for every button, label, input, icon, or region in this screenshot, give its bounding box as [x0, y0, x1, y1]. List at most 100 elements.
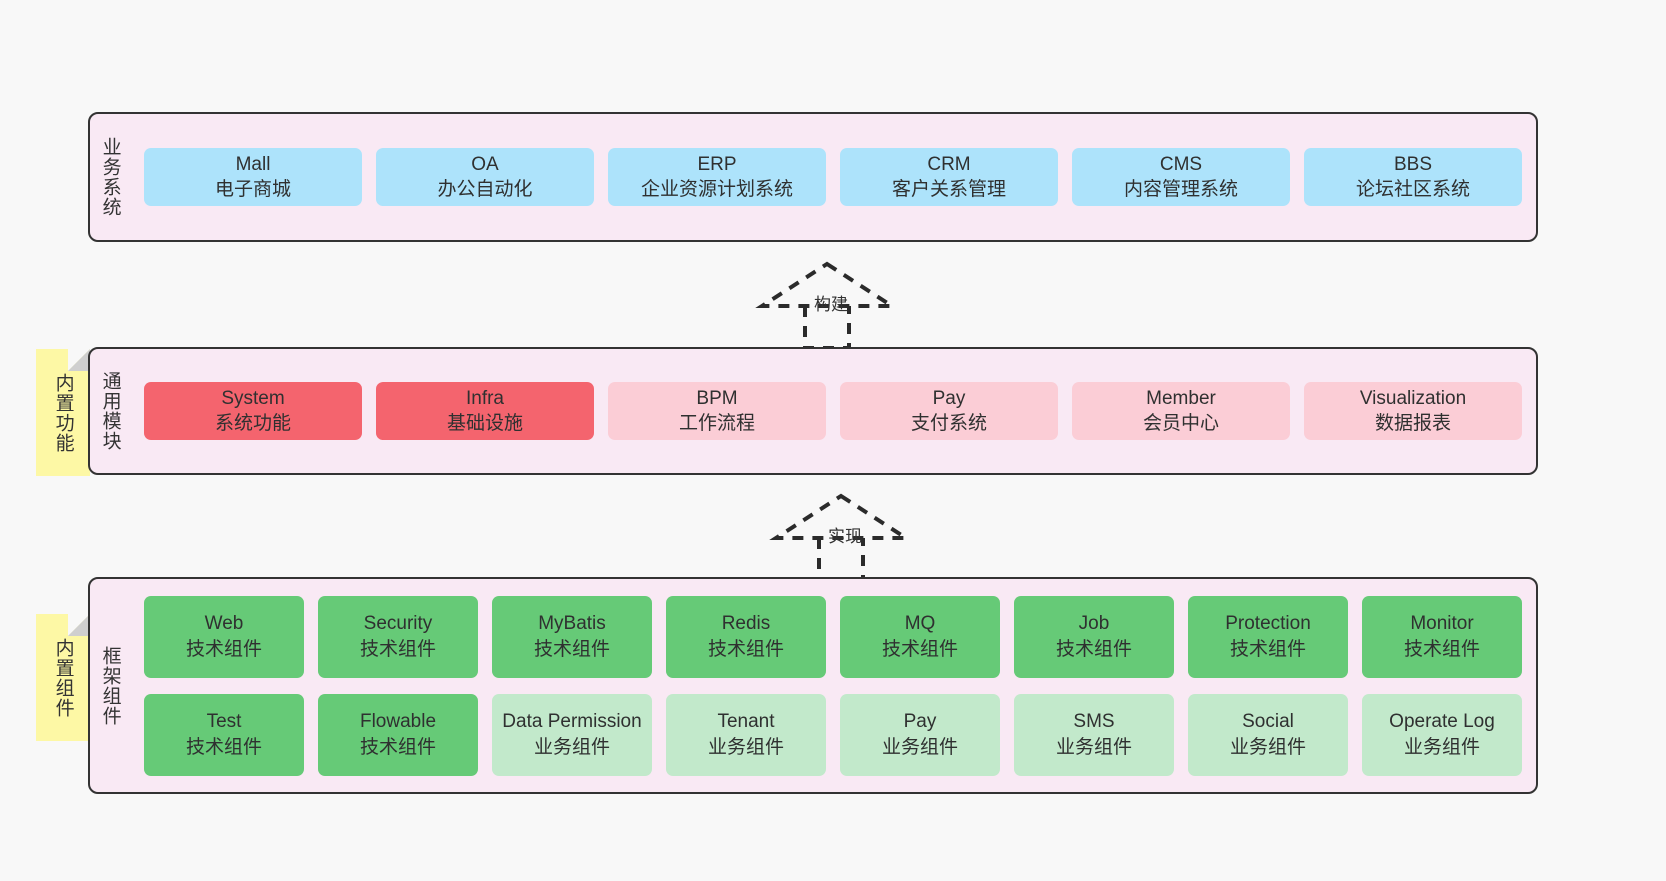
card-subtitle: 内容管理系统: [1123, 179, 1238, 200]
card-security[interactable]: Security 技术组件: [318, 595, 478, 678]
card-web[interactable]: Web 技术组件: [144, 595, 304, 678]
card-subtitle: 技术组件: [185, 638, 262, 660]
card-title: Infra: [465, 387, 505, 409]
card-title: Data Permission: [502, 711, 642, 733]
connector-implement-label: 实现: [828, 527, 862, 546]
card-subtitle: 系统功能: [214, 413, 291, 434]
card-subtitle: 电子商城: [214, 179, 291, 200]
card-title: ERP: [697, 153, 737, 175]
card-subtitle: 工作流程: [678, 413, 755, 434]
card-test[interactable]: Test 技术组件: [144, 693, 304, 776]
card-sms[interactable]: SMS 业务组件: [1014, 693, 1174, 776]
card-erp[interactable]: ERP 企业资源计划系统: [608, 147, 826, 207]
card-visualization[interactable]: Visualization 数据报表: [1304, 381, 1522, 441]
card-title: Visualization: [1359, 387, 1467, 409]
card-job[interactable]: Job 技术组件: [1014, 595, 1174, 678]
card-infra[interactable]: Infra 基础设施: [376, 381, 594, 441]
card-row: Test 技术组件 Flowable 技术组件 Data Permission …: [144, 693, 1522, 776]
card-mq[interactable]: MQ 技术组件: [840, 595, 1000, 678]
card-title: Social: [1242, 711, 1294, 733]
card-title: Test: [206, 711, 242, 733]
card-title: OA: [471, 153, 499, 175]
card-crm[interactable]: CRM 客户关系管理: [840, 147, 1058, 207]
card-title: Protection: [1225, 613, 1311, 635]
card-subtitle: 业务组件: [707, 736, 784, 758]
card-subtitle: 技术组件: [1055, 638, 1132, 660]
card-title: BBS: [1393, 153, 1433, 175]
card-title: Mall: [235, 153, 271, 175]
card-row: System 系统功能 Infra 基础设施 BPM 工作流程 Pay 支付系统…: [144, 381, 1522, 441]
card-title: Pay: [932, 387, 966, 409]
card-subtitle: 技术组件: [359, 736, 436, 758]
card-data-permission[interactable]: Data Permission 业务组件: [492, 693, 652, 776]
card-subtitle: 支付系统: [910, 413, 987, 434]
card-row: Web 技术组件 Security 技术组件 MyBatis 技术组件 Redi…: [144, 595, 1522, 678]
card-flowable[interactable]: Flowable 技术组件: [318, 693, 478, 776]
card-operate-log[interactable]: Operate Log 业务组件: [1362, 693, 1522, 776]
card-subtitle: 业务组件: [1403, 736, 1480, 758]
card-social[interactable]: Social 业务组件: [1188, 693, 1348, 776]
card-title: Tenant: [717, 711, 775, 733]
card-title: MQ: [904, 613, 936, 635]
card-system[interactable]: System 系统功能: [144, 381, 362, 441]
note-builtin-functions: 内置功能: [36, 349, 90, 476]
card-title: Pay: [903, 711, 937, 733]
card-protection[interactable]: Protection 技术组件: [1188, 595, 1348, 678]
card-subtitle: 技术组件: [881, 638, 958, 660]
card-subtitle: 业务组件: [533, 736, 610, 758]
card-subtitle: 业务组件: [881, 736, 958, 758]
card-title: Flowable: [359, 711, 437, 733]
card-subtitle: 业务组件: [1229, 736, 1306, 758]
layer-title-framework-components: 框架组件: [99, 645, 121, 726]
layer-body-framework-components: Web 技术组件 Security 技术组件 MyBatis 技术组件 Redi…: [130, 579, 1536, 792]
connector-implement: 实现: [766, 490, 916, 582]
card-member[interactable]: Member 会员中心: [1072, 381, 1290, 441]
card-cms[interactable]: CMS 内容管理系统: [1072, 147, 1290, 207]
layer-common-modules: 通用模块 System 系统功能 Infra 基础设施 BPM 工作流程 Pay…: [88, 347, 1538, 475]
layer-business-systems: 业务系统 Mall 电子商城 OA 办公自动化 ERP 企业资源计划系统 CRM…: [88, 112, 1538, 242]
card-subtitle: 会员中心: [1142, 413, 1219, 434]
layer-framework-components: 框架组件 Web 技术组件 Security 技术组件 MyBatis 技术组件…: [88, 577, 1538, 794]
connector-build-label: 构建: [814, 295, 848, 314]
card-title: Operate Log: [1389, 711, 1495, 733]
note-fold-icon: [68, 614, 90, 636]
card-title: Web: [204, 613, 244, 635]
card-title: System: [221, 387, 285, 409]
layer-title-business-systems: 业务系统: [99, 137, 121, 217]
card-oa[interactable]: OA 办公自动化: [376, 147, 594, 207]
card-title: Job: [1078, 613, 1110, 635]
card-subtitle: 技术组件: [533, 638, 610, 660]
card-bpm[interactable]: BPM 工作流程: [608, 381, 826, 441]
note-label: 内置组件: [52, 637, 74, 718]
layer-body-business-systems: Mall 电子商城 OA 办公自动化 ERP 企业资源计划系统 CRM 客户关系…: [130, 114, 1536, 240]
card-bbs[interactable]: BBS 论坛社区系统: [1304, 147, 1522, 207]
card-title: Monitor: [1410, 613, 1474, 635]
card-subtitle: 技术组件: [707, 638, 784, 660]
layer-title-common-modules: 通用模块: [99, 371, 121, 451]
card-title: CMS: [1159, 153, 1203, 175]
card-pay[interactable]: Pay 支付系统: [840, 381, 1058, 441]
card-subtitle: 办公自动化: [437, 179, 533, 200]
card-subtitle: 技术组件: [1403, 638, 1480, 660]
card-subtitle: 基础设施: [446, 413, 523, 434]
card-title: CRM: [927, 153, 971, 175]
card-monitor[interactable]: Monitor 技术组件: [1362, 595, 1522, 678]
card-redis[interactable]: Redis 技术组件: [666, 595, 826, 678]
card-subtitle: 技术组件: [1229, 638, 1306, 660]
card-title: Redis: [721, 613, 771, 635]
layer-body-common-modules: System 系统功能 Infra 基础设施 BPM 工作流程 Pay 支付系统…: [130, 349, 1536, 473]
note-label: 内置功能: [52, 372, 74, 453]
card-subtitle: 客户关系管理: [891, 179, 1006, 200]
note-fold-icon: [68, 349, 90, 371]
card-subtitle: 论坛社区系统: [1355, 179, 1470, 200]
card-tenant[interactable]: Tenant 业务组件: [666, 693, 826, 776]
card-title: Security: [363, 613, 433, 635]
card-mall[interactable]: Mall 电子商城: [144, 147, 362, 207]
card-subtitle: 企业资源计划系统: [640, 179, 793, 200]
card-mybatis[interactable]: MyBatis 技术组件: [492, 595, 652, 678]
card-subtitle: 技术组件: [359, 638, 436, 660]
card-pay-business[interactable]: Pay 业务组件: [840, 693, 1000, 776]
connector-build: 构建: [752, 258, 902, 350]
card-title: BPM: [696, 387, 738, 409]
card-title: Member: [1146, 387, 1216, 409]
